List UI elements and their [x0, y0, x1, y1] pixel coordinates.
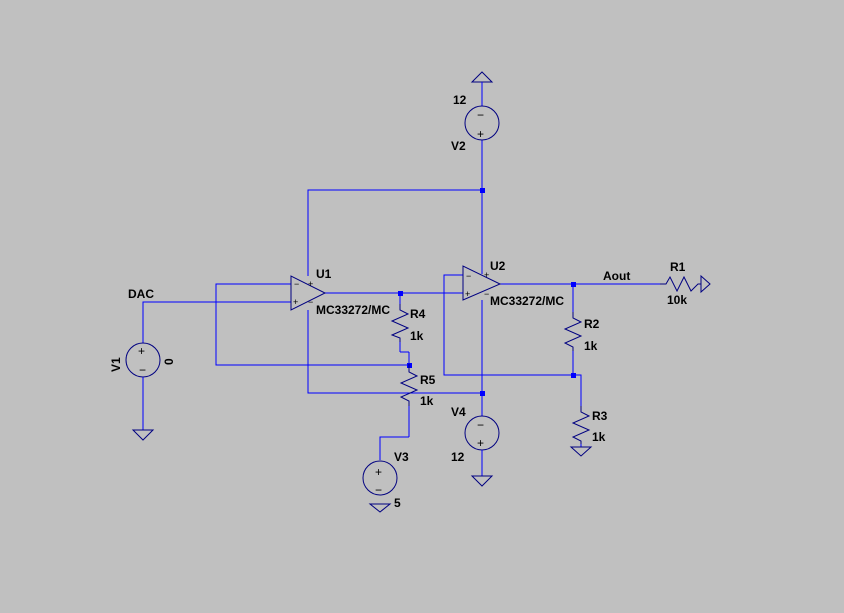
wire-dac	[142, 301, 291, 343]
svg-text:+: +	[308, 279, 313, 289]
r4-value: 1k	[410, 329, 424, 343]
r1-value: 10k	[667, 293, 687, 307]
svg-text:+: +	[477, 436, 484, 450]
u2-ref: U2	[490, 259, 506, 273]
svg-text:−: −	[375, 483, 382, 497]
opamp-u2[interactable]: − + + − U2 MC33272/MC	[462, 259, 564, 308]
v1-ref: V1	[109, 357, 123, 372]
v4-ref: V4	[451, 405, 466, 419]
v3-value: 5	[394, 496, 401, 510]
svg-text:−: −	[477, 418, 484, 432]
r5-ref: R5	[420, 373, 436, 387]
junction	[571, 373, 576, 378]
r3-ref: R3	[592, 409, 608, 423]
u1-ref: U1	[316, 267, 332, 281]
opamp-u1[interactable]: − + + − U1 MC33272/MC	[290, 267, 390, 317]
wire-u2-inv	[443, 274, 573, 376]
svg-text:+: +	[293, 297, 298, 307]
r4-ref: R4	[410, 307, 426, 321]
wire-r3-top	[573, 374, 582, 406]
voltage-source-v2[interactable]: − + 12 V2	[451, 71, 500, 153]
v2-value: 12	[453, 93, 467, 107]
resistor-r1[interactable]: R1 10k	[660, 260, 711, 307]
svg-text:+: +	[375, 465, 382, 479]
voltage-source-v3[interactable]: + − V3 5	[362, 450, 409, 513]
junction	[480, 391, 485, 396]
junction	[480, 188, 485, 193]
svg-text:−: −	[466, 271, 471, 281]
svg-text:−: −	[294, 279, 299, 289]
u1-model: MC33272/MC	[316, 303, 390, 317]
net-label-aout: Aout	[603, 269, 630, 283]
net-label-dac: DAC	[128, 287, 154, 301]
wire-u1-feedback	[215, 283, 409, 366]
svg-text:−: −	[484, 289, 489, 299]
r2-value: 1k	[584, 339, 598, 353]
svg-text:+: +	[477, 127, 484, 141]
junction	[398, 291, 403, 296]
svg-text:+: +	[465, 289, 470, 299]
v3-ref: V3	[394, 450, 409, 464]
resistor-r3[interactable]: R3 1k	[569, 406, 608, 457]
v4-value: 12	[451, 450, 465, 464]
svg-text:+: +	[484, 270, 489, 280]
resistor-r4[interactable]: R4 1k	[390, 304, 426, 343]
svg-text:+: +	[138, 344, 145, 358]
svg-text:−: −	[477, 108, 484, 122]
voltage-source-v1[interactable]: + − V1 0	[109, 342, 176, 441]
svg-text:−: −	[139, 363, 146, 377]
resistor-r2[interactable]: R2 1k	[563, 312, 600, 353]
r5-value: 1k	[420, 394, 434, 408]
wires	[142, 140, 660, 460]
junction	[571, 282, 576, 287]
u2-model: MC33272/MC	[490, 294, 564, 308]
r2-ref: R2	[584, 317, 600, 331]
r3-value: 1k	[592, 430, 606, 444]
voltage-source-v4[interactable]: − + V4 12	[451, 405, 500, 487]
v2-ref: V2	[451, 139, 466, 153]
v1-value: 0	[162, 358, 176, 365]
wire-u1-vminus	[307, 310, 482, 394]
r1-ref: R1	[670, 260, 686, 274]
wire-u1-vplus	[307, 189, 482, 276]
resistor-r5[interactable]: R5 1k	[399, 364, 436, 408]
wire-v3	[379, 436, 409, 460]
svg-text:−: −	[308, 297, 313, 307]
